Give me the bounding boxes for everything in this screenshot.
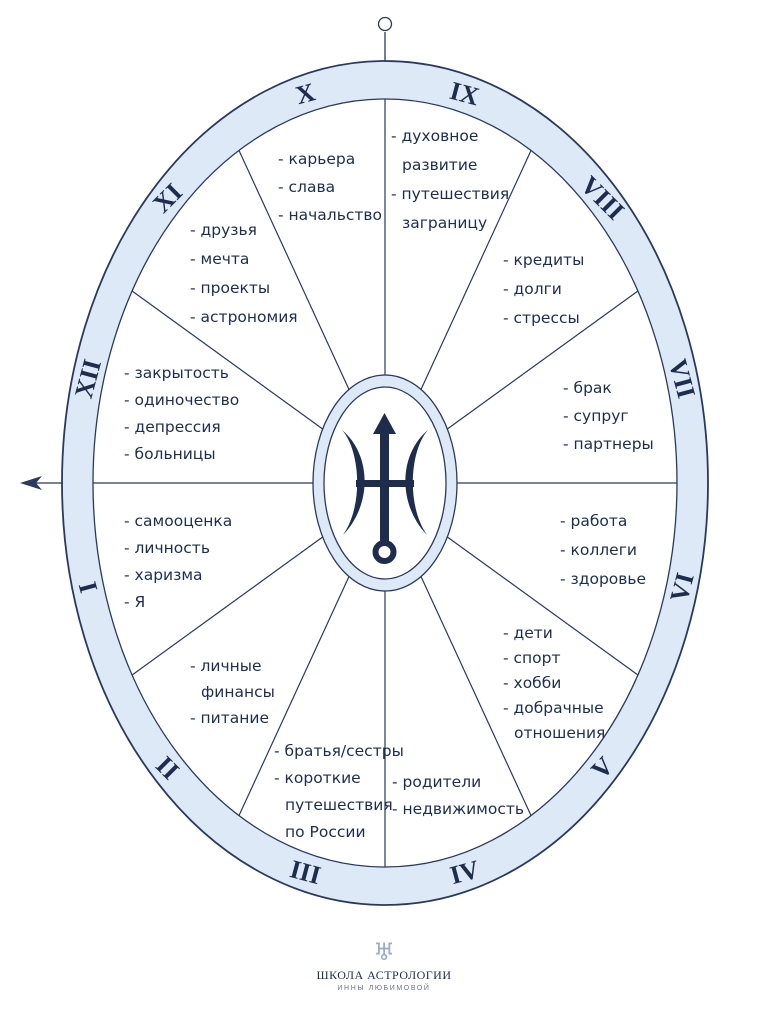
house-cusp-line	[447, 536, 639, 676]
house-text-line: - родители	[392, 773, 481, 791]
house-text-line: - дети	[503, 624, 553, 642]
house-cusp-line	[420, 150, 532, 390]
house-text-line: - хобби	[503, 674, 561, 692]
circle-marker-icon	[377, 16, 393, 32]
house-text-line: - путешествия	[391, 185, 509, 203]
house-text-line: финансы	[201, 683, 275, 701]
house-text-line: - больницы	[124, 445, 216, 463]
house-description-i: - самооценка - личность - харизма - Я	[124, 512, 232, 611]
house-description-viii: - кредиты - долги - стрессы	[503, 251, 584, 327]
house-text-line: - долги	[503, 280, 562, 298]
uranus-glyph-icon	[342, 413, 428, 564]
house-text-line: - личность	[124, 539, 210, 557]
house-description-iii: - братья/сестры - короткие путешествия по Р…	[274, 742, 404, 841]
house-text-line: - мечта	[190, 250, 249, 268]
house-cusp-line	[131, 290, 323, 430]
house-text-line: по России	[285, 823, 366, 841]
house-text-line: - Я	[124, 593, 145, 611]
house-text-line: - спорт	[503, 649, 561, 667]
house-text-line: - добрачные	[503, 699, 604, 717]
house-text-line: - одиночество	[124, 391, 239, 409]
house-text-line: - слава	[278, 178, 335, 196]
house-text-line: - питание	[190, 709, 269, 727]
house-text-line: - начальство	[278, 206, 382, 224]
house-cusp-line	[420, 576, 532, 816]
house-text-line: отношения	[514, 724, 605, 742]
logo-title: ШКОЛА АСТРОЛОГИИ	[316, 968, 452, 982]
house-text-line: - духовное	[391, 127, 478, 145]
house-text-line: - кредиты	[503, 251, 584, 269]
house-text-line: - самооценка	[124, 512, 232, 530]
house-text-line: - работа	[560, 512, 627, 530]
uranus-logo-icon: ♅	[373, 938, 395, 966]
house-text-line: - закрытость	[124, 364, 229, 382]
house-text-line: - друзья	[190, 221, 257, 239]
house-text-line: - коллеги	[560, 541, 637, 559]
house-cusp-line	[238, 150, 350, 390]
house-cusp-line	[447, 290, 639, 430]
house-cusp-line	[238, 576, 350, 816]
house-description-ii: - личные финансы - питание	[190, 657, 275, 727]
house-text-line: - карьера	[278, 150, 355, 168]
house-text-line: - личные	[190, 657, 262, 675]
house-text-line: - депрессия	[124, 418, 221, 436]
house-text-line: - проекты	[190, 279, 270, 297]
house-description-xi: - друзья - мечта - проекты - астрономия	[190, 221, 298, 326]
logo-subtitle: ИННЫ ЛЮБИМОВОЙ	[337, 985, 431, 992]
house-description-xii: - закрытость - одиночество - депрессия - бо…	[124, 364, 239, 463]
house-text-line: - здоровье	[560, 570, 646, 588]
house-text-line: - короткие	[274, 769, 361, 787]
house-text-line: - астрономия	[190, 308, 298, 326]
house-text-line: - брак	[563, 379, 612, 397]
house-text-line: - супруг	[563, 407, 629, 425]
house-text-line: - недвижимость	[392, 800, 524, 818]
house-text-line: путешествия	[285, 796, 393, 814]
arrow-left-icon	[20, 476, 42, 490]
house-description-vii: - брак - супруг - партнеры	[563, 379, 654, 453]
house-cusp-line	[131, 536, 323, 676]
house-description-x: - карьера - слава - начальство	[278, 150, 382, 224]
house-text-line: развитие	[402, 156, 477, 174]
house-text-line: - братья/сестры	[274, 742, 404, 760]
school-logo: ♅ ШКОЛА АСТРОЛОГИИ ИННЫ ЛЮБИМОВОЙ	[0, 940, 768, 992]
house-text-line: - партнеры	[563, 435, 654, 453]
house-description-v: - дети - спорт - хобби - добрачные отношения	[503, 624, 605, 742]
house-text-line: заграницу	[402, 214, 487, 232]
house-text-line: - харизма	[124, 566, 203, 584]
house-description-vi: - работа - коллеги - здоровье	[560, 512, 646, 588]
house-text-line: - стрессы	[503, 309, 580, 327]
house-description-iv: - родители - недвижимость	[392, 773, 524, 818]
house-description-ix: - духовное развитие - путешествия заграницу	[391, 127, 509, 232]
